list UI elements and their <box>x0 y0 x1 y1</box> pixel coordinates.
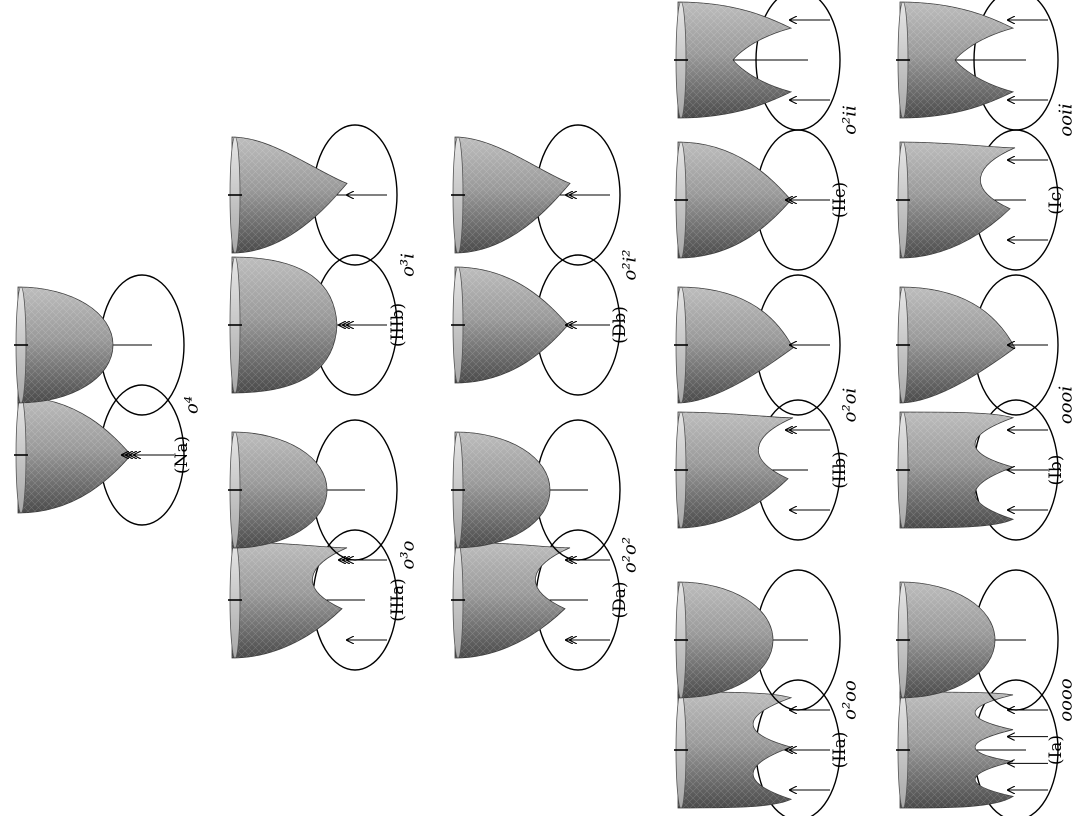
panel-9-1 <box>896 274 1059 416</box>
panel-7-0 <box>674 129 841 271</box>
surface-mesh <box>18 287 113 403</box>
surface-mesh <box>900 287 1015 403</box>
group-label: o³o <box>397 540 419 570</box>
surface-mesh <box>455 542 570 658</box>
panel-0-0 <box>14 384 185 526</box>
panel-10-1 <box>896 0 1059 131</box>
surface-mesh <box>900 142 1015 258</box>
panel-3-1 <box>451 419 621 561</box>
surface-mesh <box>678 2 791 118</box>
panel-0-1 <box>14 274 185 416</box>
panel-10-0 <box>896 129 1059 271</box>
panel-6-1 <box>674 274 841 416</box>
group-label: ooii <box>1055 103 1077 137</box>
panel-1-0 <box>228 529 398 671</box>
panel-2-0 <box>228 254 398 396</box>
panel-8-0 <box>896 679 1059 816</box>
surface-mesh <box>455 267 568 383</box>
surface-mesh <box>455 432 550 548</box>
panel-caption: (Na) <box>172 435 192 475</box>
group-label: o²oi <box>839 387 861 423</box>
surface-mesh <box>455 137 570 253</box>
panel-caption: (Ib) <box>1046 454 1066 486</box>
panel-caption: (IIb) <box>830 451 850 489</box>
surface-mesh <box>900 2 1013 118</box>
group-label: oooo <box>1055 678 1077 722</box>
panel-caption: (IIc) <box>830 181 850 219</box>
panel-caption: (IIIb) <box>388 302 408 348</box>
panel-5-0 <box>674 679 841 816</box>
panel-4-1 <box>451 124 621 266</box>
panel-caption: (Ic) <box>1046 185 1066 215</box>
group-label: oooi <box>1055 385 1077 425</box>
panel-8-1 <box>896 569 1059 711</box>
panel-caption: (Da) <box>610 581 630 619</box>
surface-mesh <box>232 257 337 393</box>
surface-mesh <box>232 137 347 253</box>
group-label: o²oo <box>839 680 861 720</box>
panel-1-1 <box>228 419 398 561</box>
surface-mesh <box>678 287 793 403</box>
panel-caption: (Db) <box>610 306 630 344</box>
surface-mesh <box>900 412 1013 528</box>
panel-5-1 <box>674 569 841 711</box>
surface-mesh <box>678 582 773 698</box>
surface-mesh <box>232 432 327 548</box>
surface-mesh <box>900 692 1013 808</box>
surface-mesh <box>232 542 347 658</box>
group-label: o²i² <box>619 249 641 281</box>
group-label: o⁴ <box>181 395 203 415</box>
surface-mesh <box>678 692 791 808</box>
panel-7-1 <box>674 0 841 131</box>
panel-9-0 <box>896 399 1059 541</box>
surface-mesh <box>678 412 793 528</box>
panel-4-0 <box>451 254 621 396</box>
panel-caption: (Ia) <box>1046 734 1066 766</box>
group-label: o³i <box>397 253 419 277</box>
panel-6-0 <box>674 399 841 541</box>
group-label: o²ii <box>839 105 861 135</box>
panel-2-1 <box>228 124 398 266</box>
surface-mesh <box>678 142 791 258</box>
panel-caption: (IIIa) <box>388 578 408 622</box>
group-label: o²o² <box>619 536 641 574</box>
panel-3-0 <box>451 529 621 671</box>
surface-mesh <box>18 397 131 513</box>
surface-mesh <box>900 582 995 698</box>
panel-caption: (IIa) <box>830 731 850 769</box>
